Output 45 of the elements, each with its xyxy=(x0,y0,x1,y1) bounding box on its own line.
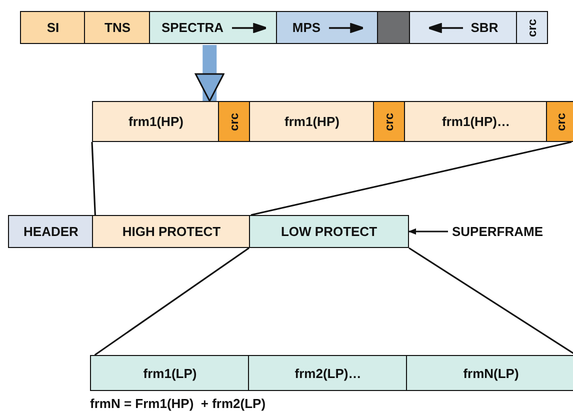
field-label: frm1(HP) xyxy=(128,114,184,129)
frame-field xyxy=(92,101,220,142)
frame-field xyxy=(276,11,379,44)
frame-field xyxy=(516,11,548,44)
formula-note: frmN = Frm1(HP) + frm2(LP) xyxy=(90,396,266,411)
diagram-label: SUPERFRAME xyxy=(452,224,544,239)
field-label: frm1(HP)… xyxy=(442,114,510,129)
field-label: frmN(LP) xyxy=(463,366,519,380)
block-arrow xyxy=(194,45,224,102)
frame-field xyxy=(20,11,86,44)
frame-field xyxy=(92,215,251,248)
field-label: SPECTRA xyxy=(161,20,224,35)
frame-field xyxy=(373,101,406,142)
connector-line xyxy=(91,142,96,216)
field-label: HIGH PROTECT xyxy=(122,224,221,239)
crc-label: crc xyxy=(382,112,396,131)
crc-label: crc xyxy=(525,18,539,37)
field-label: MPS xyxy=(292,20,321,35)
frame-field xyxy=(8,215,94,248)
field-label: frm1(LP) xyxy=(143,366,197,380)
field-label: TNS xyxy=(104,20,130,35)
padding-block xyxy=(377,11,411,44)
field-label: frm2(LP)… xyxy=(294,366,362,380)
field-label: HEADER xyxy=(24,224,78,239)
connector-line xyxy=(408,247,573,356)
field-label: SI xyxy=(46,20,60,35)
frame-field xyxy=(406,355,573,391)
field-label: SBR xyxy=(470,20,498,35)
frame-field xyxy=(149,11,278,44)
frame-field xyxy=(248,355,408,391)
crc-label: crc xyxy=(554,112,568,131)
frame-field xyxy=(404,101,548,142)
frame-field xyxy=(84,11,151,44)
frame-field xyxy=(409,11,518,44)
frame-field xyxy=(249,215,409,248)
connector-line xyxy=(94,247,250,356)
field-label: LOW PROTECT xyxy=(280,224,378,239)
frame-field xyxy=(218,101,251,142)
connector-line xyxy=(250,141,572,216)
frame-field xyxy=(546,101,573,142)
field-label: frm1(HP) xyxy=(284,114,340,129)
crc-label: crc xyxy=(228,112,242,131)
frame-field xyxy=(249,101,375,142)
frame-field xyxy=(90,355,250,391)
arrow xyxy=(408,228,448,235)
